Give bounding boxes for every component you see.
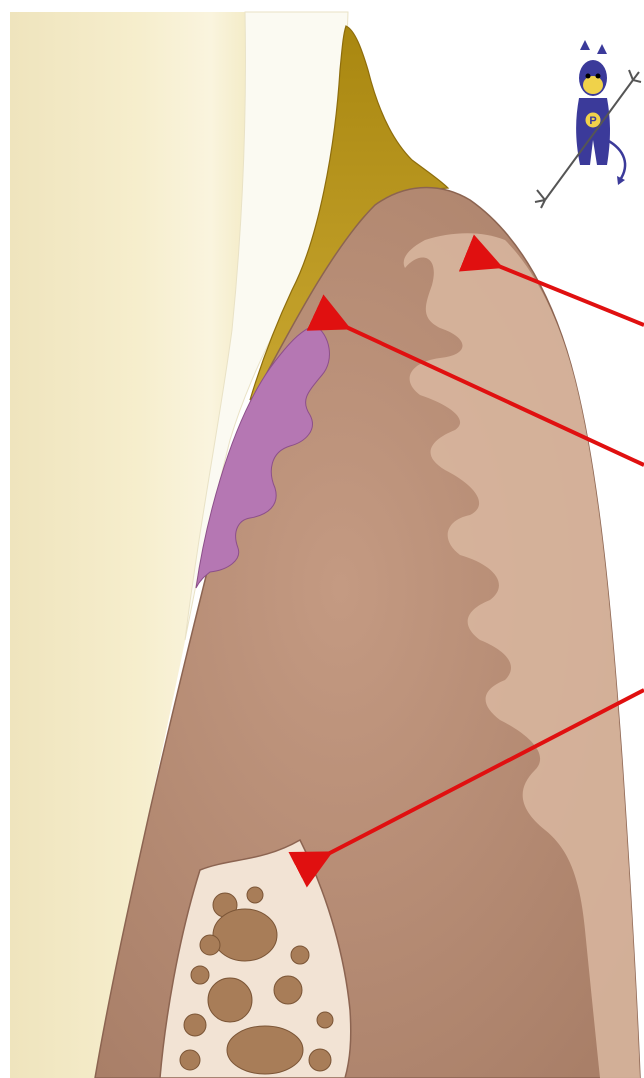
mascot-badge-letter: P (589, 115, 596, 127)
